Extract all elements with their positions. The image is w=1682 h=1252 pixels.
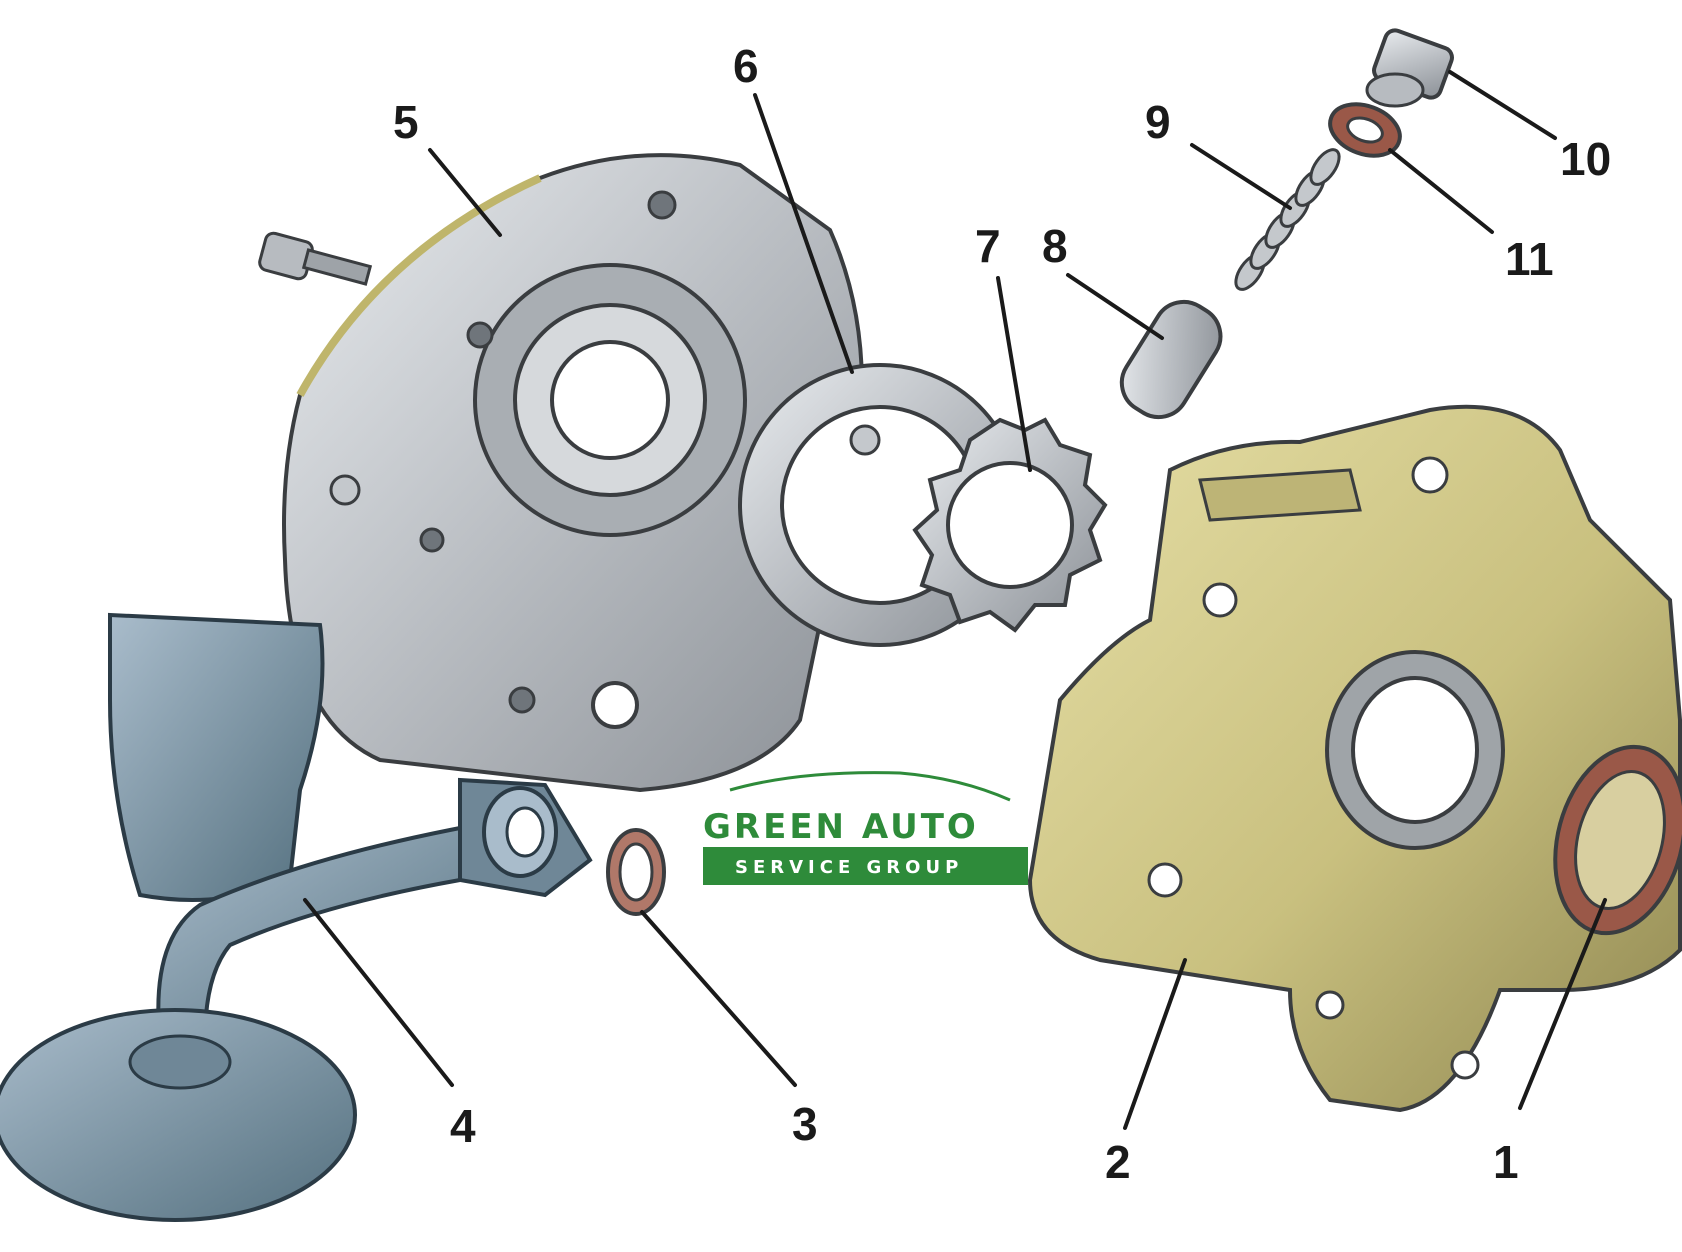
leader-lines (303, 70, 1607, 1130)
part-8-relief-valve-plunger (1119, 299, 1223, 420)
part-7-drive-gear (912, 417, 1108, 633)
part-5-pump-cover (282, 153, 864, 793)
callout-9: 9 (1145, 96, 1171, 148)
callout-7: 7 (975, 220, 1001, 272)
callout-2: 2 (1105, 1136, 1131, 1188)
leader-2 (1123, 958, 1187, 1130)
part-10-relief-valve-plug (1365, 28, 1454, 108)
logo-line2: SERVICE GROUP (735, 857, 963, 878)
callout-3: 3 (792, 1098, 818, 1150)
callout-6: 6 (733, 40, 759, 92)
green-auto-logo: GREEN AUTO SERVICE GROUP (703, 771, 1028, 885)
leader-7 (996, 276, 1032, 472)
part-3-sealing-ring (606, 828, 666, 916)
callout-1: 1 (1493, 1136, 1519, 1188)
logo-band (703, 847, 1028, 885)
callout-numbers: 1 2 3 4 5 6 7 8 9 10 11 (393, 40, 1611, 1188)
part-9-relief-valve-spring (1234, 148, 1341, 291)
part-1-crankshaft-oil-seal (1553, 744, 1682, 936)
leader-3 (640, 910, 797, 1087)
leader-4 (303, 898, 454, 1087)
leader-11 (1388, 148, 1494, 234)
part-2-pump-housing (1027, 404, 1682, 1113)
leader-9 (1190, 143, 1292, 210)
callout-8: 8 (1042, 220, 1068, 272)
callout-4: 4 (450, 1100, 476, 1152)
logo-line1: GREEN AUTO (703, 807, 979, 847)
cover-bolt (258, 231, 373, 286)
callout-10: 10 (1560, 133, 1611, 185)
part-11-plug-washer (1328, 102, 1402, 158)
leader-10 (1448, 70, 1557, 140)
leader-1 (1518, 898, 1607, 1110)
part-4-oil-pickup (0, 612, 593, 1222)
callout-11: 11 (1505, 233, 1554, 285)
leader-5 (428, 148, 502, 237)
leader-6 (753, 93, 854, 374)
leader-8 (1066, 273, 1164, 340)
callout-5: 5 (393, 96, 419, 148)
